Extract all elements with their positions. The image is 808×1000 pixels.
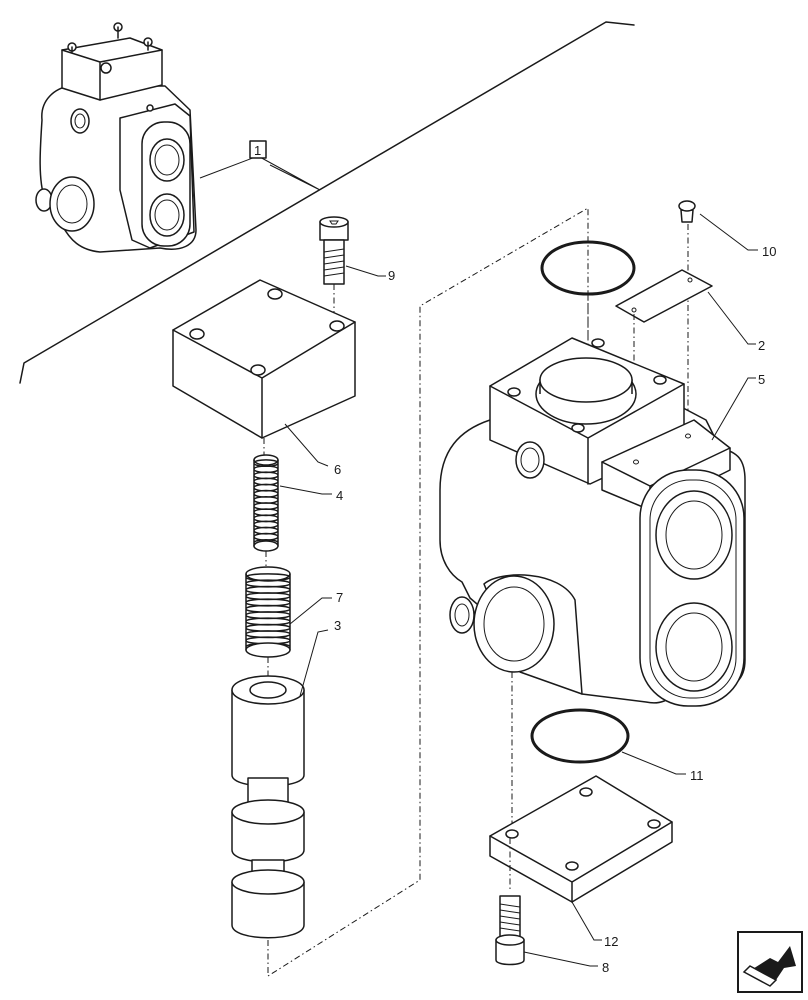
cover-plate-12: [489, 775, 673, 903]
o-ring-11: [530, 708, 630, 764]
dash-boundary: [267, 207, 589, 977]
callout-11: 11: [690, 768, 704, 783]
callout-9: 9: [388, 268, 395, 283]
callout-2: 2: [758, 338, 765, 353]
callout-6: 6: [334, 462, 341, 477]
cap-screw-9: [319, 216, 349, 285]
callout-3: 3: [334, 618, 341, 633]
valve-body-5: [439, 337, 746, 707]
name-plate-2: [615, 269, 713, 323]
spool-3: [231, 675, 305, 939]
cap-screw-8: [495, 895, 525, 966]
valve-assembly-thumbnail: [35, 22, 197, 253]
cover-block-6: [172, 279, 356, 439]
callout-8: 8: [602, 960, 609, 975]
rivet-10: [678, 200, 696, 223]
spring-4: [253, 454, 279, 552]
callout-1-box: [249, 140, 267, 159]
callout-1: 1: [254, 143, 261, 158]
callout-12: 12: [604, 934, 618, 949]
reference-frame-line: [19, 21, 635, 384]
callout-5: 5: [758, 372, 765, 387]
callout-10: 10: [762, 244, 776, 259]
callout-7: 7: [336, 590, 343, 605]
spring-7: [245, 566, 291, 658]
next-page-arrow-icon[interactable]: [737, 931, 803, 993]
callout-4: 4: [336, 488, 343, 503]
